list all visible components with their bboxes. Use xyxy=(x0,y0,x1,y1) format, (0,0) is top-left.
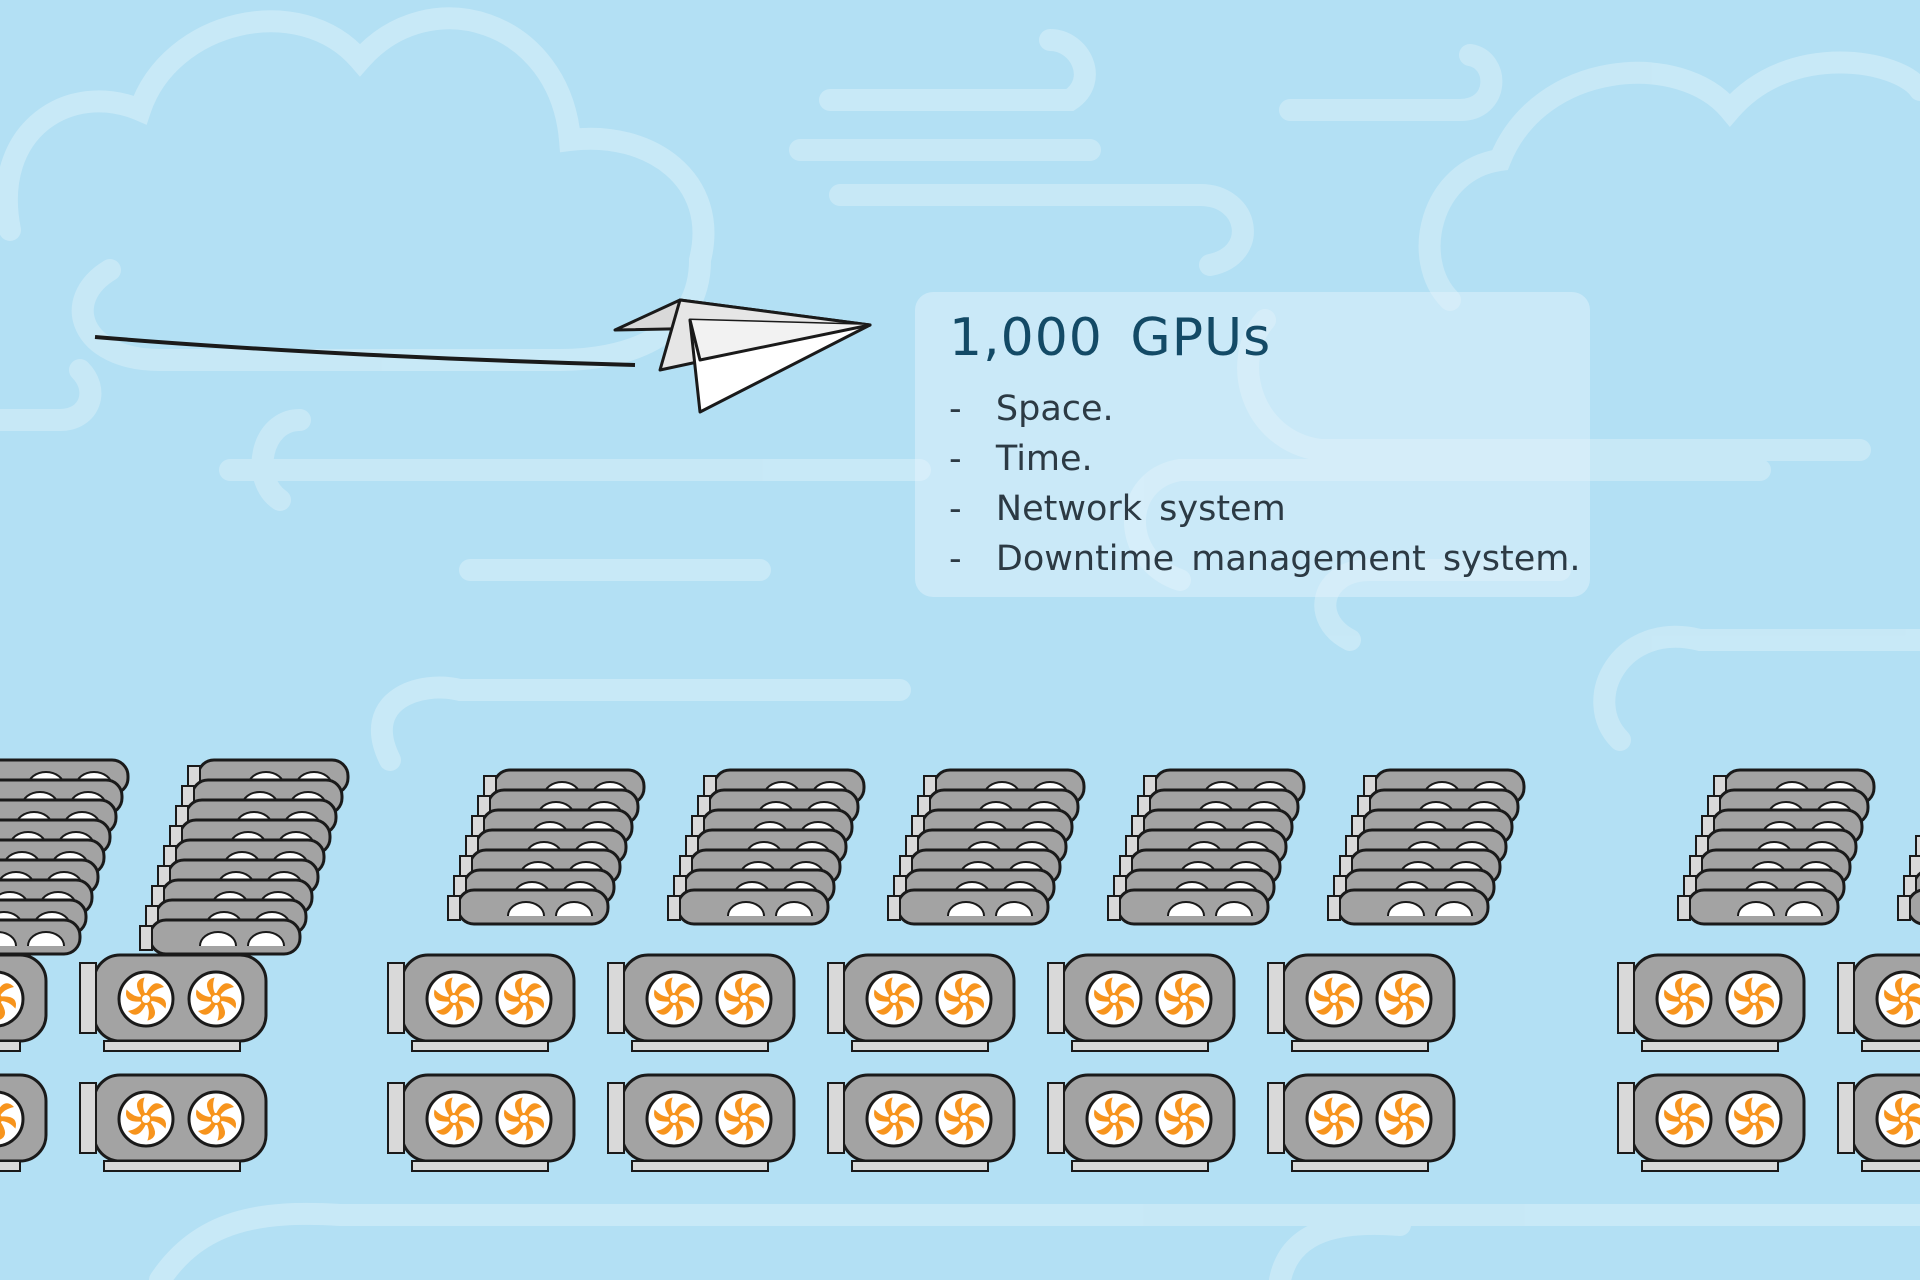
gpu-card-back xyxy=(1106,888,1270,926)
gpu-card-icon xyxy=(1838,955,1920,1051)
gpu-card-back xyxy=(1676,888,1840,926)
gpu-card-icon xyxy=(0,955,46,1051)
list-item: Time. xyxy=(949,434,1590,484)
list-item: Space. xyxy=(949,384,1590,434)
gpu-card-icon xyxy=(1618,955,1804,1051)
paper-plane xyxy=(94,298,872,414)
gpu-stacks xyxy=(0,758,1920,1171)
gpu-card-back xyxy=(1896,888,1920,926)
cloud-icon xyxy=(0,7,715,371)
gpu-card-back xyxy=(886,888,1050,926)
cloud-icon xyxy=(1418,51,1920,311)
gpu-card-icon xyxy=(1048,955,1234,1051)
gpu-card-icon xyxy=(608,955,794,1051)
list-item: Downtime management system. xyxy=(949,534,1590,584)
flight-trail xyxy=(94,335,636,367)
info-panel: 1,000 GPUs Space. Time. Network system D… xyxy=(915,292,1590,597)
gpu-card-icon xyxy=(80,1075,266,1171)
gpu-card-icon xyxy=(388,955,574,1051)
gpu-card-back xyxy=(138,918,302,956)
info-list: Space. Time. Network system Downtime man… xyxy=(949,384,1590,584)
paper-plane-icon xyxy=(613,298,872,414)
gpu-card-icon xyxy=(80,955,266,1051)
gpu-card-back xyxy=(666,888,830,926)
list-item: Network system xyxy=(949,484,1590,534)
gpu-card-icon xyxy=(0,1075,46,1171)
gpu-card-icon xyxy=(608,1075,794,1171)
gpu-card-icon xyxy=(1618,1075,1804,1171)
gpu-card-back xyxy=(1326,888,1490,926)
gpu-card-back xyxy=(0,918,82,956)
gpu-card-icon xyxy=(1048,1075,1234,1171)
gpu-card-icon xyxy=(828,955,1014,1051)
info-title: 1,000 GPUs xyxy=(949,308,1272,368)
gpu-card-icon xyxy=(1838,1075,1920,1171)
gpu-card-icon xyxy=(1268,955,1454,1051)
gpu-card-back xyxy=(446,888,610,926)
gpu-card-icon xyxy=(388,1075,574,1171)
gpu-card-icon xyxy=(828,1075,1014,1171)
gpu-card-icon xyxy=(1268,1075,1454,1171)
